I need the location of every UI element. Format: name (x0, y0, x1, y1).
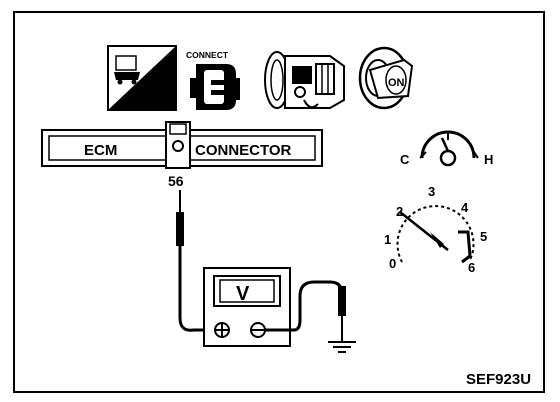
ecm-label: ECM (84, 142, 117, 159)
ground-symbol (328, 341, 356, 353)
key-on-label: ON (388, 77, 405, 89)
tach-tick-3: 3 (428, 184, 435, 199)
temperature-gauge: C H (400, 130, 493, 167)
figure-code: SEF923U (466, 371, 531, 388)
temperature-needle (440, 137, 450, 152)
terminal-number: 56 (168, 173, 184, 189)
hot-label: H (484, 152, 493, 167)
tach-tick-0: 0 (389, 256, 396, 271)
tach-tick-2: 2 (396, 204, 403, 219)
tach-tick-1: 1 (384, 232, 391, 247)
voltmeter: V (203, 267, 291, 347)
hood-service-icon: H.S. (107, 45, 177, 111)
negative-probe-lead (265, 280, 346, 342)
cold-label: C (400, 152, 410, 167)
positive-probe-lead (176, 190, 214, 332)
ecm-connector: ECM CONNECTOR (41, 121, 323, 169)
figure-frame (13, 11, 545, 393)
connect-label: CONNECT (186, 50, 229, 60)
connect-icon: CONNECT (186, 50, 240, 110)
tach-tick-4: 4 (461, 200, 469, 215)
voltmeter-symbol: V (236, 283, 250, 305)
harness-connector-icon (264, 51, 345, 109)
ignition-key-icon: ON (358, 46, 414, 110)
terminal-pin (172, 140, 184, 152)
tach-tick-6: 6 (468, 260, 475, 275)
connector-label: CONNECTOR (195, 142, 292, 159)
tach-tick-5: 5 (480, 229, 487, 244)
hs-badge-text: H.S. (142, 93, 167, 108)
tachometer: 0 1 2 3 4 5 6 (384, 184, 487, 275)
